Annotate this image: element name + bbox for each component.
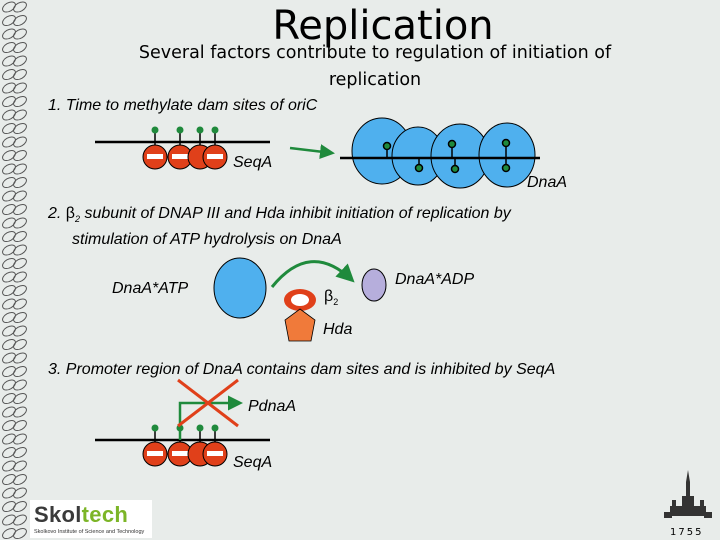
seqa-protein xyxy=(167,126,193,170)
promoter-arrow-icon xyxy=(178,395,243,440)
seqa-label: SeqA xyxy=(233,154,273,171)
point-2-text: 2. β2 subunit of DNAP III and Hda inhibi… xyxy=(48,205,511,225)
seqa-label-bottom: SeqA xyxy=(233,454,273,471)
dnaa-adp-label: DnaA*ADP xyxy=(395,271,475,288)
dna-seqa-complex-bottom xyxy=(95,378,270,467)
hydrolysis-arrow-icon xyxy=(270,260,355,288)
seqa-protein xyxy=(142,126,168,170)
dnaa-atp-protein xyxy=(213,257,267,319)
page-title: Replication xyxy=(272,3,494,49)
point-1-text: 1. Time to methylate dam sites of oriC xyxy=(48,97,318,114)
point-2-text-line2: stimulation of ATP hydrolysis on DnaA xyxy=(72,231,342,248)
seqa-protein xyxy=(142,424,168,467)
hda-protein-icon xyxy=(284,308,316,342)
methyl-group-icon xyxy=(151,424,159,432)
methyl-group-icon xyxy=(211,424,219,432)
inhibition-cross-icon xyxy=(177,378,239,428)
logo-tagline: Skolkovo Institute of Science and Techno… xyxy=(34,529,145,535)
dnaa-protein xyxy=(478,122,536,188)
page-subtitle: Several factors contribute to regulation… xyxy=(138,43,612,90)
methyl-group-icon xyxy=(151,126,159,134)
skoltech-logo: Skoltech Skolkovo Institute of Science a… xyxy=(30,500,152,538)
dnaa-label: DnaA xyxy=(527,174,568,191)
beta-2-label: β2 xyxy=(324,288,339,308)
pdnaa-label: PdnaA xyxy=(248,398,297,415)
decorative-border xyxy=(0,0,30,540)
hda-label: Hda xyxy=(323,321,353,338)
dna-seqa-complex-top xyxy=(95,126,270,170)
beta-clamp-icon xyxy=(284,289,316,311)
logo-wordmark: Skoltech xyxy=(34,502,129,527)
dnaa-atp-label: DnaA*ATP xyxy=(112,280,189,297)
seqa-protein xyxy=(202,424,228,467)
point-3-text: 3. Promoter region of DnaA contains dam … xyxy=(48,361,556,378)
dnaa-cluster xyxy=(340,117,540,189)
university-emblem-icon xyxy=(664,470,712,518)
dnaa-adp-protein xyxy=(361,268,387,302)
seqa-protein xyxy=(202,126,228,170)
methyl-group-icon xyxy=(176,126,184,134)
methyl-group-icon xyxy=(196,424,204,432)
methyl-group-icon xyxy=(196,126,204,134)
transition-arrow-icon xyxy=(289,144,335,160)
methyl-group-icon xyxy=(211,126,219,134)
footer-year: 1755 xyxy=(670,527,704,538)
